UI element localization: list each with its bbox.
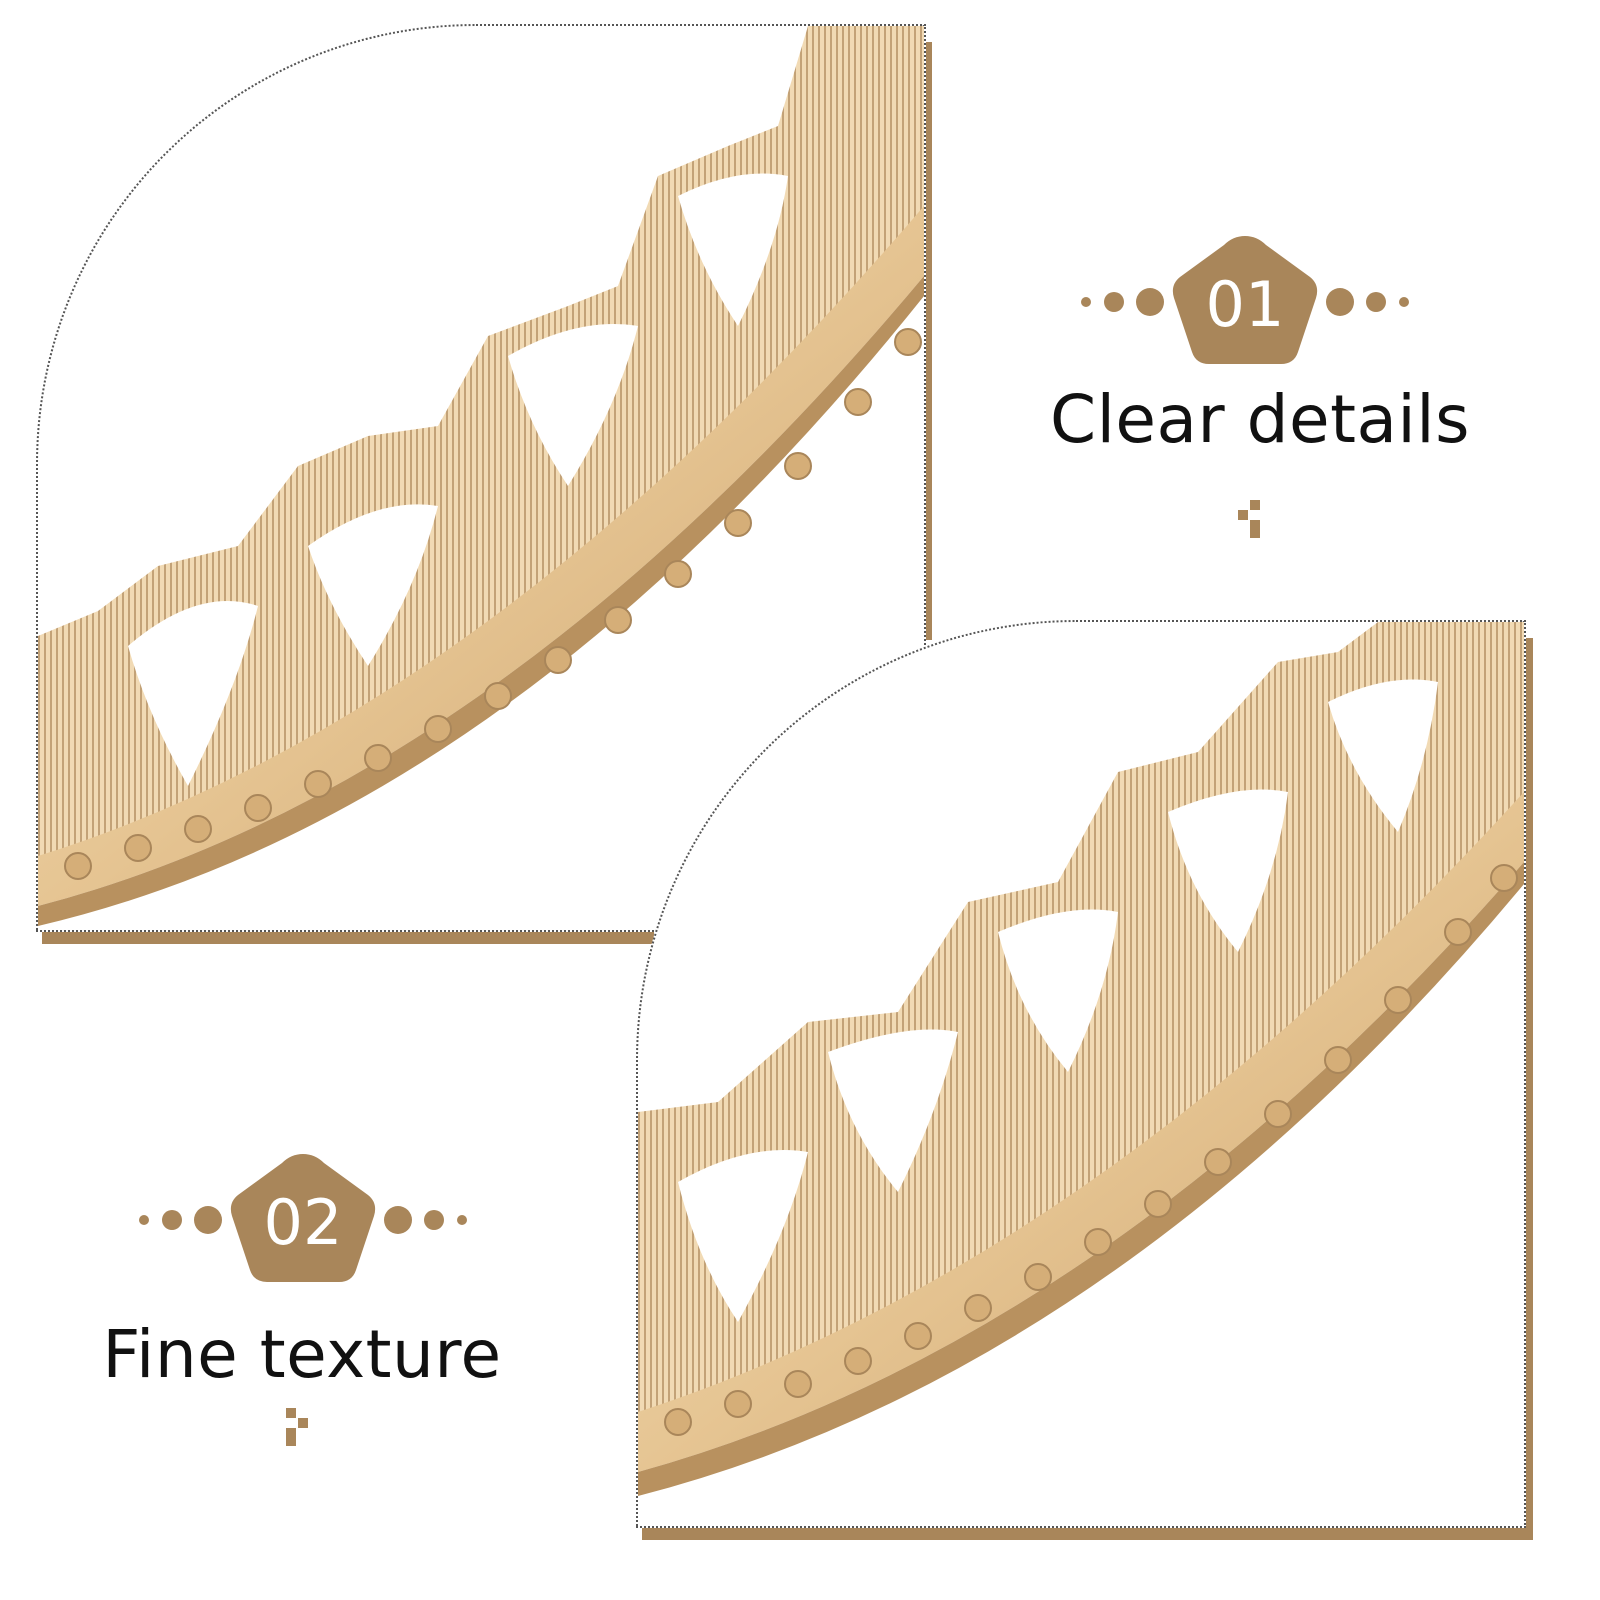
gold-rim-image-top — [38, 26, 924, 926]
panel-top-shadow-bottom — [42, 928, 654, 944]
panel-top-shadow-right — [922, 42, 932, 640]
badge-number: 01 — [1205, 268, 1285, 341]
badge-number: 02 — [263, 1186, 343, 1259]
pentagon-badge-icon — [230, 1154, 376, 1282]
dot-divider-left — [1081, 288, 1164, 316]
dot-divider-left — [139, 1206, 222, 1234]
photo-panel-top — [36, 24, 926, 932]
pentagon-badge-icon — [1172, 236, 1318, 364]
pixel-arrow-icon — [286, 1408, 308, 1446]
dot-divider-right — [1326, 288, 1409, 316]
pixel-arrow-icon — [1238, 500, 1260, 538]
panel-bottom-shadow-right — [1523, 638, 1533, 1540]
feature-badge-02: 02 — [128, 1150, 478, 1290]
dot-divider-right — [384, 1206, 467, 1234]
gold-rim-image-bottom — [638, 622, 1524, 1496]
feature-label-02: Fine texture — [102, 1316, 502, 1393]
feature-label-01: Clear details — [1050, 381, 1470, 458]
photo-panel-bottom — [636, 620, 1526, 1528]
feature-badge-01: 01 — [1070, 232, 1420, 372]
panel-bottom-shadow-bottom — [642, 1525, 1533, 1540]
